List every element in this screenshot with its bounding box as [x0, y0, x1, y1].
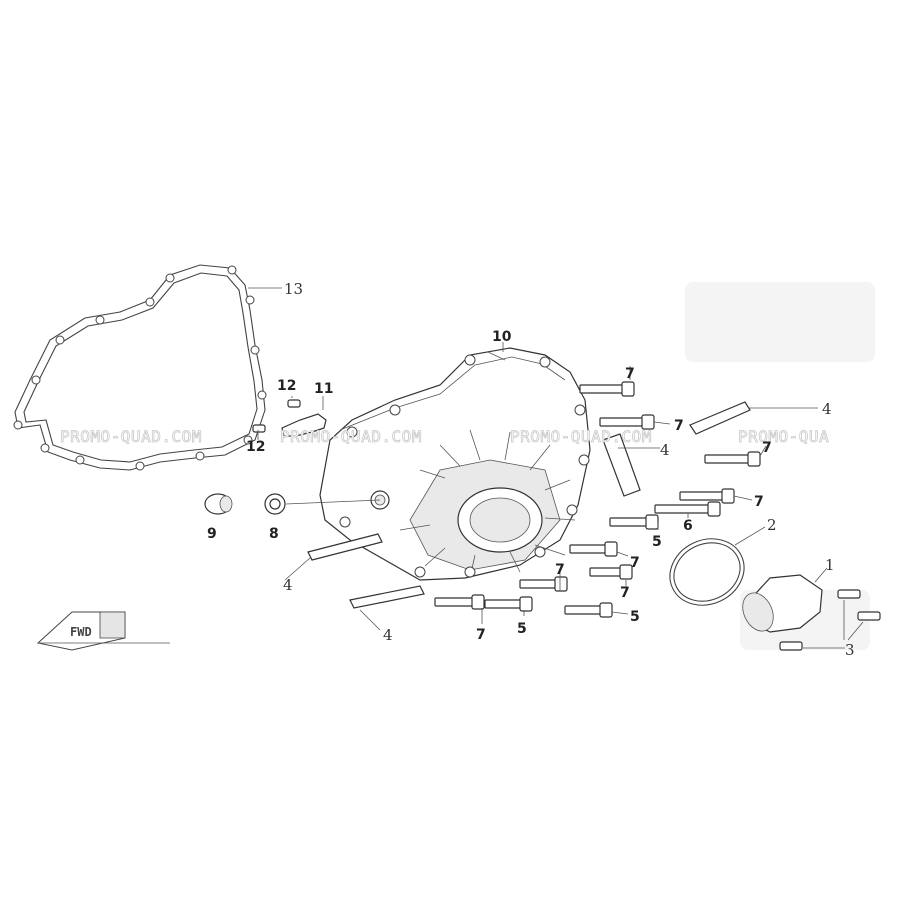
callout-7-g: 7 — [620, 585, 630, 601]
callout-3: 3 — [845, 641, 855, 659]
bracket-11 — [281, 396, 327, 437]
callout-4-a: 4 — [822, 400, 832, 418]
callout-4-c: 4 — [283, 576, 293, 594]
cap-1 — [742, 567, 828, 633]
watermark-4: PROMO-QUA — [738, 427, 829, 446]
watermark-2: PROMO-QUAD.COM — [280, 427, 422, 446]
screw-12 — [252, 399, 301, 433]
callout-7-d: 7 — [754, 494, 764, 510]
callout-8: 8 — [269, 526, 279, 542]
callout-7-h: 7 — [476, 627, 486, 643]
callout-5-c: 5 — [517, 621, 527, 637]
callout-1: 1 — [825, 556, 835, 574]
callout-7-a: 7 — [625, 366, 635, 382]
callout-7-e: 7 — [630, 555, 640, 571]
o-ring-2 — [669, 526, 766, 606]
callout-7-f: 7 — [555, 562, 565, 578]
callout-7-c: 7 — [762, 440, 772, 456]
callout-9: 9 — [207, 526, 217, 542]
callout-13: 13 — [284, 280, 303, 298]
callout-7-b: 7 — [674, 418, 684, 434]
plug-9 — [204, 493, 233, 515]
leader-lines — [257, 351, 767, 624]
callout-4-d: 4 — [383, 626, 393, 644]
callout-2: 2 — [767, 516, 777, 534]
callout-5-b: 5 — [630, 609, 640, 625]
watermark-1: PROMO-QUAD.COM — [60, 427, 202, 446]
callout-6: 6 — [683, 518, 693, 534]
bolt-row — [434, 381, 761, 618]
washer-8 — [264, 493, 381, 515]
watermark-3: PROMO-QUAD.COM — [510, 427, 652, 446]
callout-5-a: 5 — [652, 534, 662, 550]
callout-12-bottom: 12 — [246, 439, 265, 455]
bolts-3 — [779, 589, 881, 651]
clamps-4 — [284, 401, 818, 631]
watermark-row: PROMO-QUAD.COM PROMO-QUAD.COM PROMO-QUAD… — [60, 427, 830, 447]
callout-12-top: 12 — [277, 378, 296, 394]
callout-labels: 13 10 12 11 12 9 8 7 4 7 7 4 7 6 5 2 7 1… — [207, 280, 855, 659]
callout-11: 11 — [314, 381, 333, 397]
fwd-label: FWD — [70, 625, 92, 639]
callout-4-b: 4 — [660, 441, 670, 459]
engine-cover-10 — [319, 342, 591, 581]
callout-10: 10 — [492, 329, 512, 345]
forward-direction-badge: FWD — [36, 611, 170, 651]
gasket-13 — [13, 264, 282, 471]
